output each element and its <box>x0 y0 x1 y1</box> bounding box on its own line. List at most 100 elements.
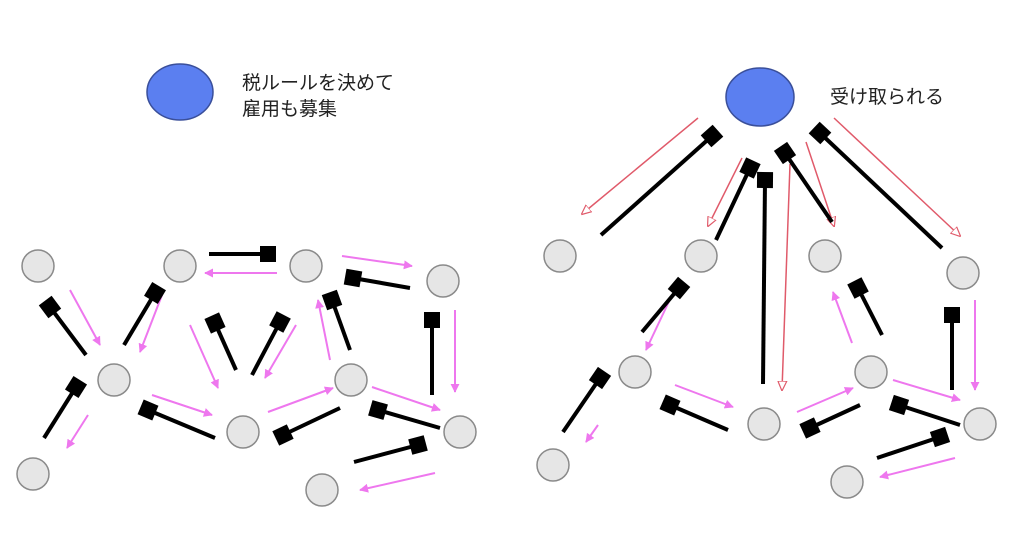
red-tax-arrow <box>708 157 743 226</box>
token-stick <box>818 131 944 250</box>
token-stick <box>282 406 341 437</box>
token-stick <box>561 376 602 434</box>
token-stick <box>898 403 961 427</box>
network-node <box>226 415 260 449</box>
payment-token <box>888 394 961 427</box>
token-stick <box>377 408 441 430</box>
network-node <box>808 239 842 273</box>
pink-flow-arrow <box>796 387 854 413</box>
pink-flow-arrow <box>151 394 213 417</box>
left-panel-label: 税ルールを決めて 雇用も募集 <box>242 70 394 122</box>
token-square <box>408 435 428 455</box>
network-node <box>946 256 980 290</box>
right-label-line-1: 受け取られる <box>830 86 945 108</box>
token-stick <box>42 385 78 440</box>
pink-flow-arrow <box>892 379 961 402</box>
token-square <box>204 312 226 334</box>
network-node <box>16 457 50 491</box>
token-stick <box>330 299 352 351</box>
network-node <box>618 355 652 389</box>
payment-token <box>876 426 951 460</box>
token-stick <box>783 151 834 224</box>
token-square <box>944 307 960 323</box>
token-square <box>137 399 159 421</box>
payment-token <box>599 124 724 237</box>
payment-token <box>847 277 884 336</box>
payment-token <box>204 312 238 371</box>
token-square <box>659 394 681 416</box>
token-stick <box>250 321 282 376</box>
pink-flow-arrow <box>315 299 331 361</box>
pink-flow-arrow <box>674 384 734 409</box>
payment-token <box>368 400 441 430</box>
token-square <box>667 276 691 300</box>
payment-token <box>250 311 291 376</box>
payment-token <box>353 435 428 464</box>
pink-flow-arrow <box>359 472 436 493</box>
payment-token <box>659 394 729 432</box>
network-node <box>684 239 718 273</box>
token-stick <box>761 179 767 385</box>
payment-token <box>272 406 341 446</box>
pink-arrow-layer <box>66 255 980 493</box>
network-node <box>21 249 55 283</box>
token-stick <box>147 408 216 440</box>
token-square <box>799 417 821 439</box>
payment-token <box>343 268 411 290</box>
token-square <box>269 311 291 333</box>
token-stick <box>856 287 884 336</box>
payment-token <box>756 171 774 385</box>
network-node <box>289 249 323 283</box>
token-square <box>38 295 62 319</box>
token-layer <box>38 121 961 464</box>
payment-token <box>122 282 166 347</box>
network-node <box>747 407 781 441</box>
pink-flow-arrow <box>66 414 89 449</box>
payment-token <box>773 141 834 224</box>
network-node <box>854 355 888 389</box>
pink-flow-arrow <box>189 324 219 389</box>
token-square <box>272 424 294 446</box>
red-tax-arrow <box>782 163 791 390</box>
payment-token <box>137 399 216 440</box>
pink-flow-arrow <box>585 424 599 443</box>
token-stick <box>122 291 157 347</box>
payment-token <box>640 276 691 334</box>
token-square <box>368 400 388 420</box>
pink-flow-arrow <box>831 291 853 344</box>
pink-flow-arrow <box>341 255 413 270</box>
network-node <box>305 473 339 507</box>
token-stick <box>353 443 419 464</box>
token-square <box>888 394 910 416</box>
network-node <box>334 363 368 397</box>
token-stick <box>809 403 861 430</box>
token-stick <box>640 286 681 334</box>
network-node <box>963 407 997 441</box>
token-square <box>739 157 761 179</box>
token-square <box>773 141 797 165</box>
payment-token <box>38 295 88 357</box>
red-tax-arrow <box>833 117 960 236</box>
token-stick <box>599 134 714 237</box>
payment-token <box>42 375 88 440</box>
token-stick <box>48 305 88 357</box>
token-square <box>260 246 276 262</box>
token-square <box>144 282 166 304</box>
authority-node-right <box>725 67 795 127</box>
payment-token <box>321 289 352 351</box>
token-square <box>756 171 774 189</box>
payment-token <box>808 121 944 250</box>
network-node <box>426 264 460 298</box>
payment-token <box>944 307 960 390</box>
token-square <box>64 375 88 399</box>
authority-node-left <box>146 63 214 121</box>
right-panel-label: 受け取られる <box>830 84 944 110</box>
red-arrow-layer <box>582 117 960 390</box>
pink-flow-arrow <box>264 324 297 379</box>
network-node <box>443 415 477 449</box>
token-stick <box>352 276 411 290</box>
payment-token <box>561 366 612 434</box>
token-stick <box>876 435 941 460</box>
token-square <box>700 124 724 148</box>
pink-flow-arrow <box>138 294 163 353</box>
